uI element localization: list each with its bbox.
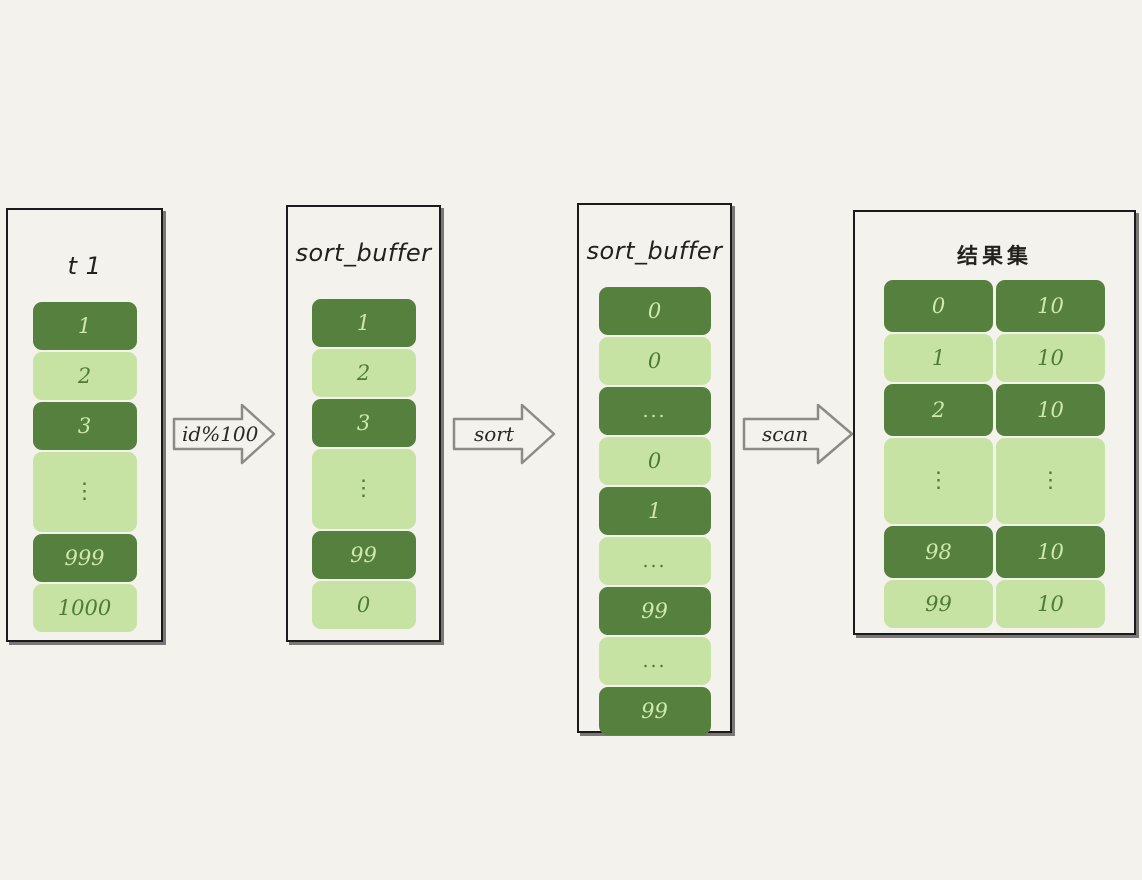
cell-stack-sort-buffer-sorted: 0 0... 0 1... 99... 99 — [579, 287, 730, 737]
cell: ... — [598, 637, 711, 685]
cell-left: 0 — [884, 280, 993, 332]
cell-stack-t1: 1 2 3 ⋮ 999 1000 — [8, 302, 161, 634]
cell-right: 10 — [996, 580, 1105, 628]
cell-value: ... — [642, 550, 667, 572]
table-row: 98 10 — [884, 526, 1105, 578]
cell-value: 1000 — [57, 596, 112, 620]
cell: 2 — [311, 349, 416, 397]
cell-value: 1 — [356, 311, 371, 335]
arrow-sort: sort — [452, 403, 556, 465]
cell-value: 99 — [641, 699, 668, 723]
cell-value: 10 — [1037, 294, 1064, 318]
cell-right: ⋮ — [996, 438, 1105, 524]
panel-title-t1: t 1 — [67, 252, 102, 280]
cell-value: 3 — [77, 414, 92, 438]
cell-left: 1 — [884, 334, 993, 382]
cell-value: 0 — [931, 294, 946, 318]
cell: 0 — [598, 337, 711, 385]
cell-value: 10 — [1037, 398, 1064, 422]
cell-value: 2 — [77, 364, 92, 388]
cell-value: 0 — [647, 349, 662, 373]
table-row: ⋮⋮ — [884, 438, 1105, 524]
cell: 2 — [32, 352, 137, 400]
arrow-id-mod-100: id%100 — [172, 403, 276, 465]
cell-value: ... — [642, 650, 667, 672]
cell-value: 98 — [925, 540, 952, 564]
table-row: 1 10 — [884, 334, 1105, 382]
cell-left: ⋮ — [884, 438, 993, 524]
cell-value: ⋮ — [352, 476, 375, 502]
cell: ... — [598, 537, 711, 585]
panel-title-sort-buffer-sorted: sort_buffer — [586, 237, 723, 265]
cell: 1 — [598, 487, 711, 535]
cell-value: 1 — [77, 314, 92, 338]
cell-value: 999 — [64, 546, 105, 570]
cell: 0 — [598, 437, 711, 485]
cell-value: 1 — [647, 499, 662, 523]
cell-value: 0 — [647, 449, 662, 473]
cell-value: ⋮ — [927, 468, 950, 494]
cell-value: 99 — [925, 592, 952, 616]
cell-value: 2 — [356, 361, 371, 385]
cell-value: 10 — [1037, 540, 1064, 564]
cell: 1000 — [32, 584, 137, 632]
cell: 999 — [32, 534, 137, 582]
panel-table-t1: t 1 1 2 3 ⋮ 999 1000 — [6, 208, 163, 642]
cell-value: ⋮ — [1039, 468, 1062, 494]
cell-value: ... — [642, 400, 667, 422]
cell: ⋮ — [32, 452, 137, 532]
cell-value: 1 — [931, 346, 946, 370]
cell-value: 10 — [1037, 592, 1064, 616]
cell-value: 2 — [931, 398, 946, 422]
arrow-scan: scan — [742, 403, 854, 465]
cell-value: 0 — [647, 299, 662, 323]
cell: 0 — [311, 581, 416, 629]
cell-value: 3 — [356, 411, 371, 435]
table-row: 0 10 — [884, 280, 1105, 332]
cell-value: 0 — [356, 593, 371, 617]
panel-sort-buffer-sorted: sort_buffer 0 0... 0 1... 99... 99 — [577, 203, 732, 735]
cell-right: 10 — [996, 384, 1105, 436]
cell: 99 — [311, 531, 416, 579]
cell: 1 — [32, 302, 137, 350]
cell-right: 10 — [996, 280, 1105, 332]
cell: ⋮ — [311, 449, 416, 529]
cell: 0 — [598, 287, 711, 335]
cell-stack-sort-buffer-unsorted: 1 2 3 ⋮ 99 0 — [288, 299, 439, 631]
cell: 3 — [311, 399, 416, 447]
cell: 99 — [598, 687, 711, 735]
cell-value: 10 — [1037, 346, 1064, 370]
cell-right: 10 — [996, 334, 1105, 382]
cell-value: 99 — [350, 543, 377, 567]
panel-title-result-set: 结果集 — [957, 244, 1032, 268]
cell-left: 98 — [884, 526, 993, 578]
cell: 3 — [32, 402, 137, 450]
cell: ... — [598, 387, 711, 435]
cell-left: 2 — [884, 384, 993, 436]
table-row: 99 10 — [884, 580, 1105, 628]
cell: 99 — [598, 587, 711, 635]
cell-value: 99 — [641, 599, 668, 623]
cell-right: 10 — [996, 526, 1105, 578]
cell: 1 — [311, 299, 416, 347]
panel-title-sort-buffer-unsorted: sort_buffer — [295, 239, 432, 267]
cell-left: 99 — [884, 580, 993, 628]
panel-sort-buffer-unsorted: sort_buffer 1 2 3 ⋮ 99 0 — [286, 205, 441, 642]
table-row: 2 10 — [884, 384, 1105, 436]
cell-value: ⋮ — [73, 479, 96, 505]
